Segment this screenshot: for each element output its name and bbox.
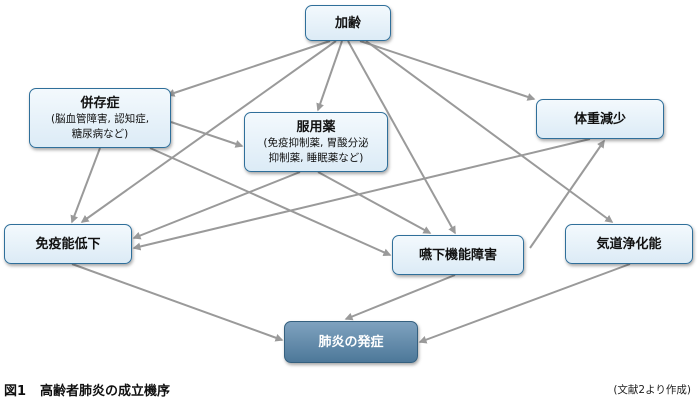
arrow-comorbidity-to-immune (70, 147, 101, 224)
arrow-aging-to-drugs (316, 40, 343, 112)
node-drugs-detail-1: (免疫抑制薬, 胃酸分泌 (263, 136, 369, 149)
arrow-weight_loss-to-immune (132, 138, 591, 251)
node-comorbidity-detail-1: (脳血管障害, 認知症, (50, 112, 150, 125)
arrow-aging-to-swallowing (347, 40, 456, 235)
figure-title: 高齢者肺炎の成立機序 (40, 384, 171, 399)
node-immune-decline-title: 免疫能低下 (35, 236, 101, 252)
arrow-aging-to-weight_loss (359, 40, 536, 101)
node-weight-loss-title: 体重減少 (573, 111, 626, 127)
arrow-comorbidity-to-drugs (170, 121, 244, 148)
node-pneumonia-onset: 肺炎の発症 (284, 321, 418, 363)
node-aging-title: 加齢 (334, 15, 361, 31)
node-drugs-title: 服用薬 (296, 119, 336, 135)
figure-source-note: (文献2より作成) (613, 384, 691, 396)
arrow-aging-to-comorbidity (166, 40, 331, 97)
node-drugs-detail-2: 抑制薬, 睡眠薬など) (268, 151, 364, 164)
arrow-drugs-to-immune (132, 171, 301, 240)
node-drugs: 服用薬 (免疫抑制薬, 胃酸分泌 抑制薬, 睡眠薬など) (244, 112, 388, 172)
node-swallowing-disorder: 嚥下機能障害 (392, 235, 524, 275)
node-aging: 加齢 (305, 5, 391, 41)
node-comorbidity-detail-2: 糖尿病など) (71, 127, 129, 140)
arrow-airway-to-pneumonia (418, 263, 631, 344)
arrow-swallowing-to-pneumonia (344, 274, 456, 321)
arrow-immune-to-pneumonia (71, 263, 284, 342)
node-comorbidity: 併存症 (脳血管障害, 認知症, 糖尿病など) (29, 88, 171, 148)
node-comorbidity-title: 併存症 (80, 95, 120, 111)
node-weight-loss: 体重減少 (536, 99, 664, 139)
arrows-layer (70, 40, 631, 344)
node-airway-clearance-title: 気道浄化能 (596, 236, 662, 252)
node-immune-decline: 免疫能低下 (4, 224, 132, 264)
node-swallowing-disorder-title: 嚥下機能障害 (418, 247, 497, 263)
figure-number: 図1 (4, 384, 27, 399)
arrow-comorbidity-to-swallowing (149, 147, 392, 257)
arrow-aging-to-airway (365, 40, 614, 223)
node-pneumonia-onset-title: 肺炎の発症 (318, 334, 384, 350)
node-airway-clearance: 気道浄化能 (565, 224, 693, 264)
arrow-aging-to-immune (80, 40, 337, 223)
arrow-drugs-to-swallowing (317, 171, 432, 234)
arrow-swallowing-to-weight_loss (529, 139, 605, 249)
figure-caption: 図1 高齢者肺炎の成立機序 (4, 380, 170, 399)
